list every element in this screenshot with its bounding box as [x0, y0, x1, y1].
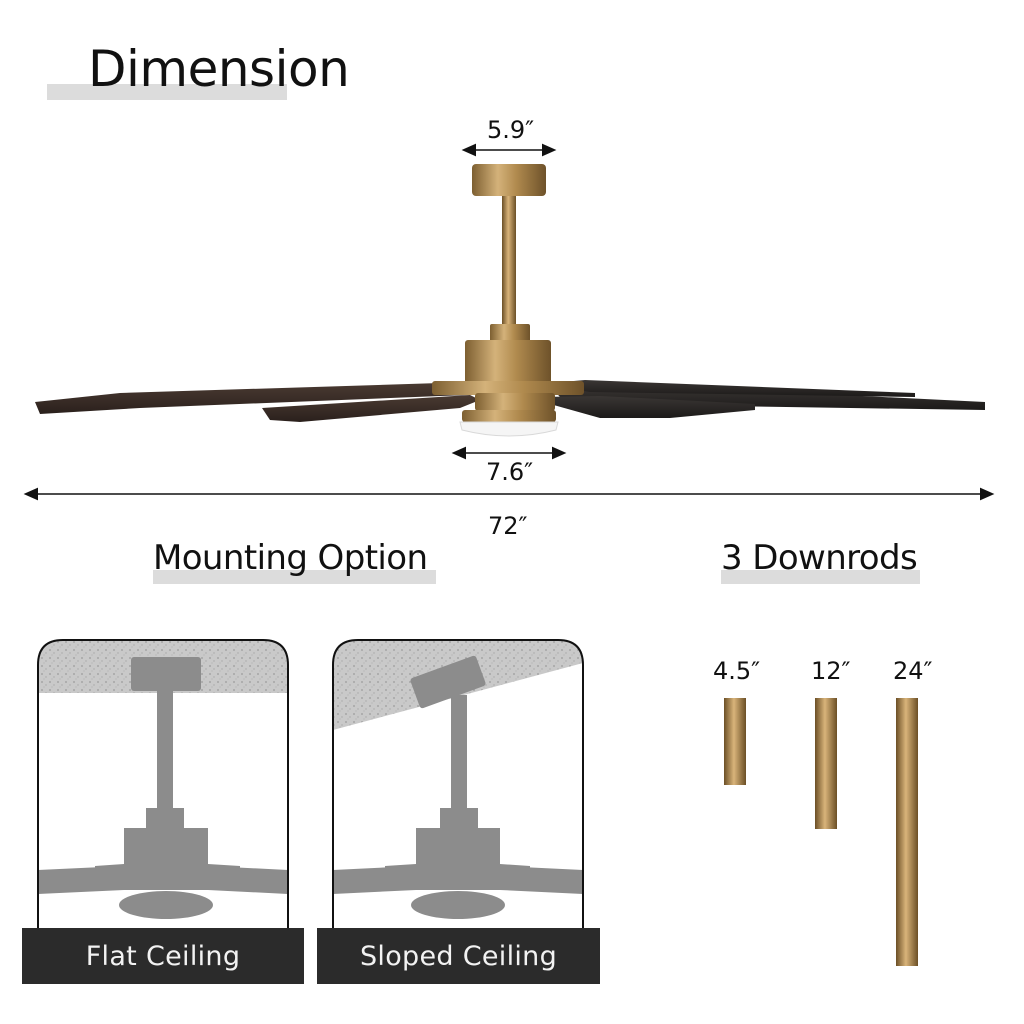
- sloped-ceiling-panel: [332, 639, 584, 955]
- motor-collar: [490, 324, 530, 342]
- downrod: [502, 196, 516, 328]
- mounting-heading-underline: [153, 570, 436, 584]
- blade-right-short: [540, 396, 755, 418]
- downrod-label-long: 24″: [893, 657, 933, 685]
- downrod-label-short: 4.5″: [713, 657, 761, 685]
- motor-housing: [465, 340, 551, 384]
- title-underline: [47, 84, 287, 100]
- flat-ceiling-panel: [37, 639, 289, 955]
- hub-lower: [475, 393, 555, 411]
- downrod-4-5: [724, 698, 746, 785]
- downrod-12: [815, 698, 837, 829]
- sloped-ceiling-caption: Sloped Ceiling: [317, 928, 600, 984]
- light-kit-glass: [459, 421, 559, 437]
- downrods-heading-underline: [721, 570, 920, 584]
- mounting-heading: Mounting Option: [153, 538, 428, 578]
- blade-left-long: [35, 383, 470, 414]
- span-dimension: 72″: [488, 512, 528, 540]
- flat-ceiling-caption: Flat Ceiling: [22, 928, 304, 984]
- page-title: Dimension: [88, 40, 350, 98]
- downrods-heading: 3 Downrods: [721, 538, 918, 578]
- blade-right-top: [540, 380, 915, 397]
- downrod-label-medium: 12″: [811, 657, 851, 685]
- motor-top-dimension: 5.9″: [487, 116, 535, 144]
- light-kit-ring: [462, 410, 556, 422]
- blade-hub: [432, 381, 584, 395]
- light-kit-dimension: 7.6″: [486, 458, 534, 486]
- downrod-24: [896, 698, 918, 966]
- blade-left-short: [262, 395, 480, 422]
- canopy: [472, 164, 546, 196]
